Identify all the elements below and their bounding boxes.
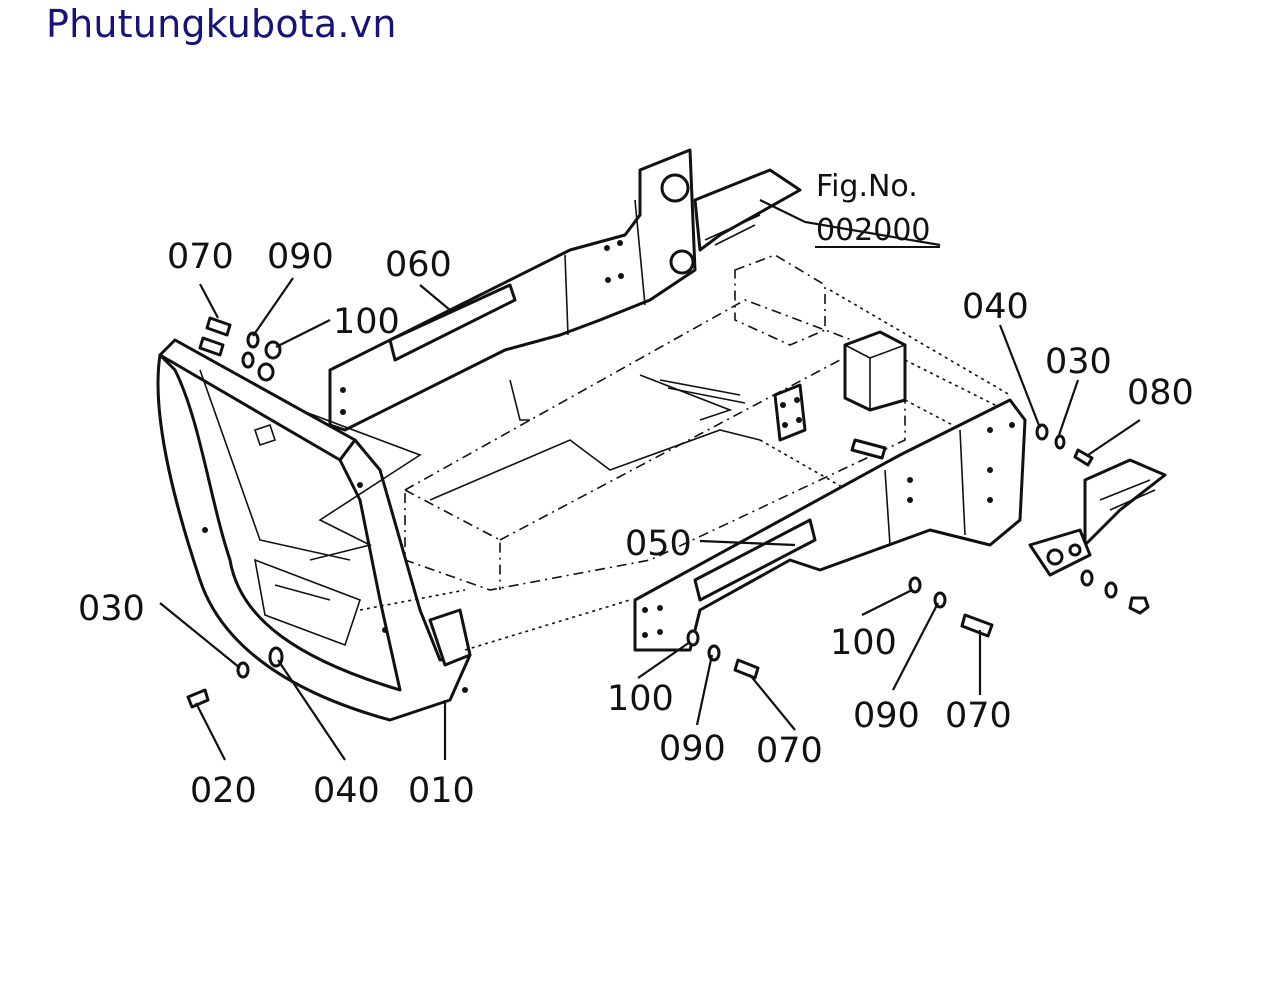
figure-ref-line2: 002000 <box>816 213 931 248</box>
part-050-rail <box>633 398 1027 652</box>
label-040-bottom: 040 <box>313 771 380 811</box>
label-070-top: 070 <box>167 237 234 277</box>
label-090-center: 090 <box>659 729 726 769</box>
figure-ref-line1: Fig.No. <box>816 169 918 204</box>
label-100-center: 100 <box>607 679 674 719</box>
label-100-top: 100 <box>333 302 400 342</box>
frame-body <box>404 254 1011 591</box>
fasteners <box>186 316 1150 709</box>
right-bracket <box>1028 458 1167 577</box>
part-060-rail <box>328 148 802 432</box>
label-010: 010 <box>408 771 475 811</box>
label-030-left: 030 <box>78 589 145 629</box>
label-070-right: 070 <box>945 696 1012 736</box>
part-labels: 070 090 100 060 Fig.No. 002000 040 030 0… <box>78 169 1194 811</box>
label-100-right: 100 <box>830 623 897 663</box>
label-090-right: 090 <box>853 696 920 736</box>
site-brand: Phutungkubota.vn <box>46 2 397 46</box>
label-040-right: 040 <box>962 287 1029 327</box>
label-070-center: 070 <box>756 731 823 771</box>
part-010-front-guard <box>156 338 631 722</box>
leader-lines <box>159 199 1141 761</box>
label-080: 080 <box>1127 373 1194 413</box>
label-050: 050 <box>625 524 692 564</box>
label-020: 020 <box>190 771 257 811</box>
label-030-right: 030 <box>1045 342 1112 382</box>
label-060: 060 <box>385 245 452 285</box>
label-090-top: 090 <box>267 237 334 277</box>
